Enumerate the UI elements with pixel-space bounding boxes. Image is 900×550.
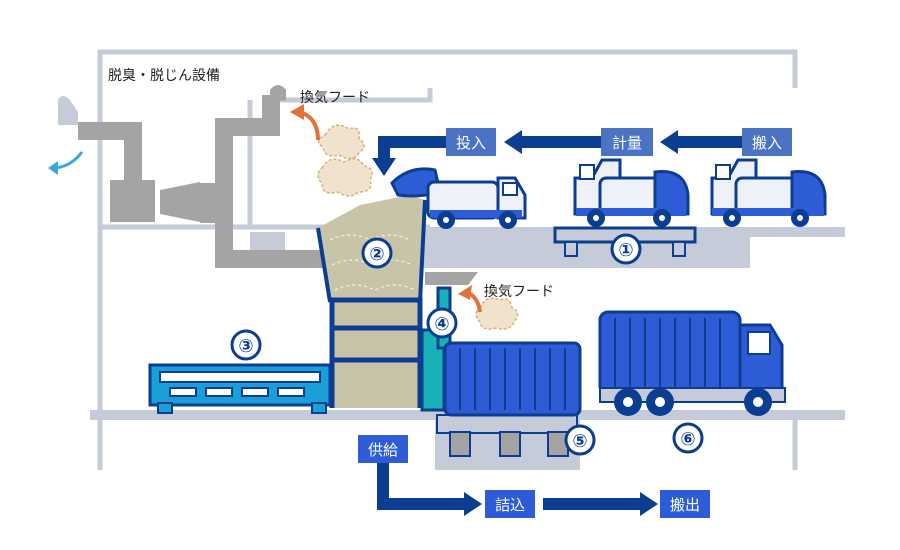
flow-bottom bbox=[358, 435, 710, 518]
feed-conveyor bbox=[148, 363, 332, 414]
deodorize-label: 脱臭・脱じん設備 bbox=[108, 68, 220, 84]
marker-5: ⑤ bbox=[572, 431, 587, 452]
garbage-truck-dumping bbox=[390, 167, 527, 229]
marker-1: ① bbox=[618, 240, 633, 261]
flow-kyokyu-label: 供給 bbox=[368, 441, 398, 459]
number-markers: ① ② ③ ④ ⑤ ⑥ bbox=[230, 233, 704, 456]
container-cradle bbox=[436, 414, 578, 457]
flow-tsumekomi-label: 詰込 bbox=[495, 496, 525, 514]
flow-top bbox=[372, 128, 792, 176]
hood-mid-label: 換気フード bbox=[484, 284, 554, 300]
flow-hannyu-label: 搬入 bbox=[752, 134, 782, 152]
flow-toushu-label: 投入 bbox=[456, 134, 486, 152]
marker-6: ⑥ bbox=[680, 429, 695, 450]
smoke-cloud-mid bbox=[475, 297, 519, 330]
garbage-truck-weighing bbox=[573, 158, 690, 227]
hood-plate-mid bbox=[425, 272, 478, 285]
hood-top-label: 換気フード bbox=[300, 90, 370, 106]
marker-4: ④ bbox=[434, 314, 449, 335]
deodorize-unit bbox=[58, 85, 325, 268]
flow-hanshutsu-label: 搬出 bbox=[670, 496, 700, 514]
marker-2: ② bbox=[369, 244, 384, 265]
container-box bbox=[443, 341, 582, 417]
garbage-truck-arriving bbox=[710, 158, 827, 227]
smoke-cloud-top bbox=[317, 124, 373, 197]
marker-3: ③ bbox=[238, 336, 253, 357]
container-truck bbox=[598, 310, 786, 416]
flow-keiryo-label: 計量 bbox=[612, 134, 642, 152]
hopper bbox=[316, 195, 427, 408]
